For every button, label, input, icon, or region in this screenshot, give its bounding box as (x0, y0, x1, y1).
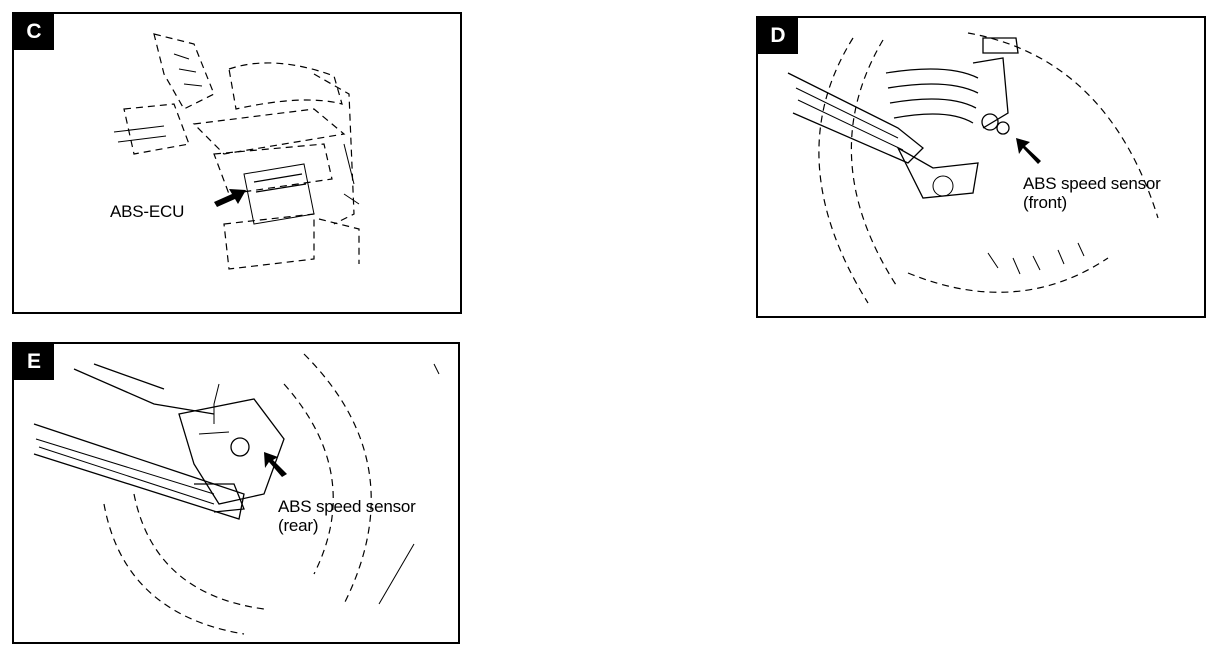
front-sensor-callout: ABS speed sensor (front) (1023, 174, 1161, 212)
abs-ecu-illustration (113, 33, 360, 270)
panel-e-rear-sensor: E ABS speed sensor (rear) (12, 342, 460, 644)
rear-speed-sensor-illustration (33, 353, 440, 635)
front-speed-sensor-illustration (787, 32, 1159, 304)
abs-ecu-label: ABS-ECU (110, 202, 185, 221)
panel-d-front-sensor: D ABS speed sensor (front) (756, 16, 1206, 318)
rear-sensor-label: ABS speed sensor (278, 497, 416, 516)
front-sensor-label: ABS speed sensor (1023, 174, 1161, 193)
panel-c-label: C (14, 14, 54, 50)
rear-sensor-callout: ABS speed sensor (rear) (278, 497, 416, 535)
front-sensor-sublabel: (front) (1023, 193, 1067, 212)
panel-e-label: E (14, 344, 54, 380)
rear-sensor-sublabel: (rear) (278, 516, 319, 535)
panel-d-label: D (758, 18, 798, 54)
panel-c-abs-ecu: C ABS-ECU (12, 12, 462, 314)
abs-ecu-callout: ABS-ECU (110, 202, 184, 221)
